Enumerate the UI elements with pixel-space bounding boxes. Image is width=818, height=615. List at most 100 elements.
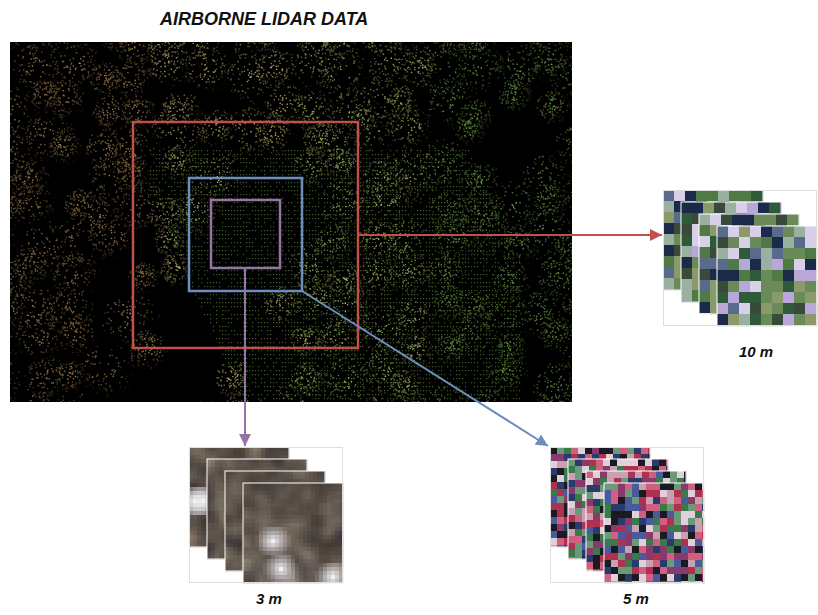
raster-pixel: [225, 503, 229, 507]
raster-pixel: [233, 527, 237, 531]
raster-pixel: [211, 495, 215, 499]
raster-pixel: [251, 503, 255, 507]
raster-pixel: [271, 483, 275, 487]
raster-pixel: [243, 551, 247, 555]
raster-pixel: [229, 507, 233, 511]
raster-pixel: [237, 507, 241, 511]
raster-pixel: [717, 281, 728, 292]
raster-pixel: [201, 515, 205, 519]
raster-pixel: [243, 511, 247, 515]
raster-pixel: [197, 511, 201, 515]
raster-pixel: [291, 511, 295, 515]
raster-pixel: [229, 491, 233, 495]
raster-pixel: [237, 499, 241, 503]
raster-pixel: [245, 471, 249, 475]
raster-pixel: [197, 523, 201, 527]
raster-pixel: [317, 471, 321, 475]
raster-pixel: [761, 237, 772, 248]
raster-pixel: [259, 543, 263, 547]
raster-pixel: [750, 292, 761, 303]
raster-pixel: [237, 483, 241, 487]
raster-pixel: [279, 515, 283, 519]
raster-pixel: [255, 555, 259, 559]
raster-pixel: [287, 535, 291, 539]
raster-pixel: [761, 259, 772, 270]
raster-pixel: [243, 523, 247, 527]
raster-pixel: [289, 475, 293, 479]
raster-pixel: [721, 214, 732, 225]
raster-pixel: [233, 531, 237, 535]
canopy-points: [10, 42, 152, 402]
raster-pixel: [257, 471, 261, 475]
raster-pixel: [279, 491, 283, 495]
raster-pixel: [259, 527, 263, 531]
raster-pixel: [233, 503, 237, 507]
raster-pixel: [249, 451, 253, 455]
raster-pixel: [237, 471, 241, 475]
raster-pixel: [772, 303, 783, 314]
raster-pixel: [299, 543, 303, 547]
raster-pixel: [303, 519, 307, 523]
raster-pixel: [207, 523, 211, 527]
raster-pixel: [303, 491, 307, 495]
raster-pixel: [259, 531, 263, 535]
raster-pixel: [243, 539, 247, 543]
raster-pixel: [281, 451, 285, 455]
raster-pixel: [295, 555, 299, 559]
raster-pixel: [211, 543, 215, 547]
raster-pixel: [761, 292, 772, 303]
raster-pixel: [251, 555, 255, 559]
raster-pixel: [275, 491, 279, 495]
raster-pixel: [193, 455, 197, 459]
raster-pixel: [263, 507, 267, 511]
raster-pixel: [247, 495, 251, 499]
raster-pixel: [213, 451, 217, 455]
raster-pixel: [251, 487, 255, 491]
raster-pixel: [663, 234, 674, 245]
raster-pixel: [207, 515, 211, 519]
raster-pixel: [215, 475, 219, 479]
raster-pixel: [794, 226, 805, 237]
raster-pixel: [237, 471, 241, 475]
raster-pixel: [237, 487, 241, 491]
raster-pixel: [279, 507, 283, 511]
raster-pixel: [229, 511, 233, 515]
raster-pixel: [728, 314, 739, 325]
raster-pixel: [193, 519, 197, 523]
raster-pixel: [245, 471, 249, 475]
raster-pixel: [229, 499, 233, 503]
raster-pixel: [233, 487, 237, 491]
raster-pixel: [229, 471, 233, 475]
raster-pixel: [207, 495, 211, 499]
raster-pixel: [736, 202, 747, 213]
raster-pixel: [794, 281, 805, 292]
raster-pixel: [197, 491, 201, 495]
raster-pixel: [259, 539, 263, 543]
raster-pixel: [794, 259, 805, 270]
raster-pixel: [255, 459, 259, 463]
leader-arrow: [358, 234, 662, 236]
raster-pixel: [249, 471, 253, 475]
raster-pixel: [303, 487, 307, 491]
raster-pixel: [219, 479, 223, 483]
raster-pixel: [267, 507, 271, 511]
raster-pixel: [207, 547, 211, 551]
raster-pixel: [225, 511, 229, 515]
raster-pixel: [247, 527, 251, 531]
raster-pixel: [739, 248, 750, 259]
tile-edge: [189, 447, 289, 547]
raster-pixel: [259, 503, 263, 507]
raster-pixel: [295, 535, 299, 539]
canopy-points: [10, 42, 151, 402]
raster-pixel: [739, 292, 750, 303]
raster-pixel: [211, 539, 215, 543]
raster-pixel: [263, 543, 267, 547]
raster-pixel: [219, 491, 223, 495]
raster-pixel: [197, 455, 201, 459]
raster-pixel: [772, 281, 783, 292]
raster-pixel: [283, 483, 287, 487]
raster-pixel: [663, 223, 674, 234]
raster-pixel: [193, 507, 197, 511]
raster-pixel: [229, 491, 233, 495]
raster-pixel: [225, 511, 229, 515]
